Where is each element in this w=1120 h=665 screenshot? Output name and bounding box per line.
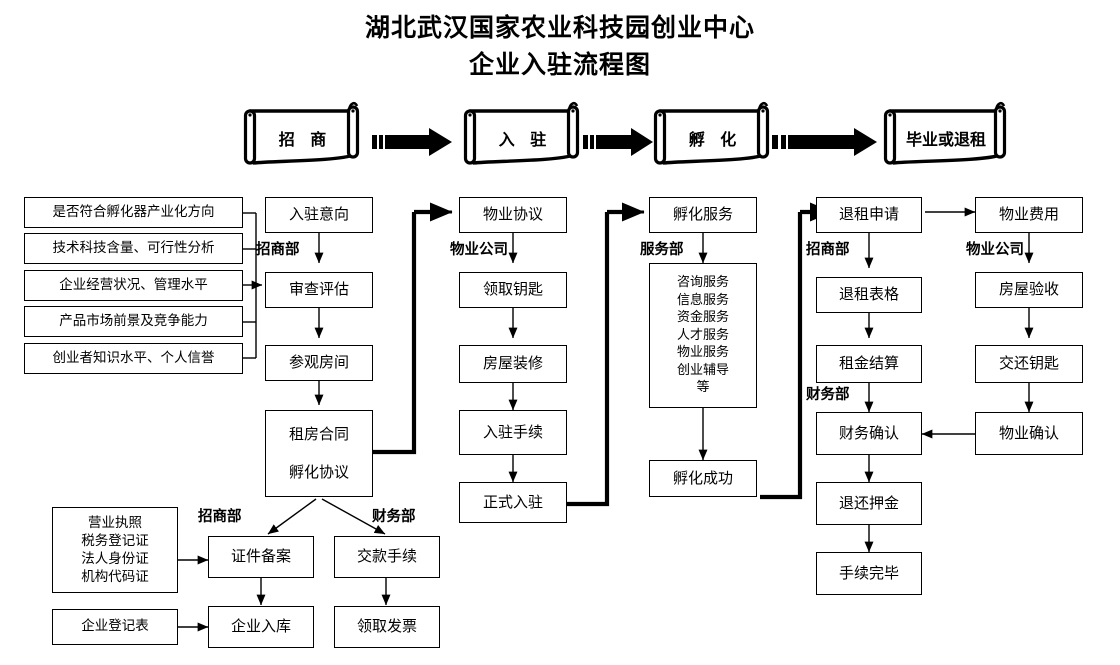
box-exit-form: 退租表格 <box>816 277 922 313</box>
dept-label-recruitment: 招商部 <box>256 242 300 258</box>
criteria-bracket <box>243 212 263 359</box>
service-item: 资金服务 <box>676 310 729 326</box>
box-registration-form: 企业登记表 <box>52 609 178 645</box>
stage-arrow-2 <box>583 126 655 162</box>
box-intent: 入驻意向 <box>265 197 373 233</box>
stage-label: 孵 化 <box>688 130 742 149</box>
criteria-box-4: 产品市场前景及竞争能力 <box>24 306 243 337</box>
contract-line-2: 孵化协议 <box>288 462 349 481</box>
dept-label-recruitment-exit: 招商部 <box>806 242 850 258</box>
criteria-box-2: 技术科技含量、可行性分析 <box>24 233 243 264</box>
certificate-item: 营业执照 <box>88 514 142 531</box>
page-title-line1: 湖北武汉国家农业科技园创业中心 <box>364 13 755 42</box>
stage-graduate-or-exit[interactable]: 毕业或退租 <box>880 101 1012 165</box>
criteria-box-1: 是否符合孵化器产业化方向 <box>24 197 243 228</box>
service-item: 创业辅导 <box>676 362 729 378</box>
stage-label: 招 商 <box>278 130 332 149</box>
service-item: 咨询服务 <box>676 275 729 291</box>
stage-arrow-3 <box>772 126 880 162</box>
box-renovation: 房屋装修 <box>459 345 567 383</box>
box-get-keys: 领取钥匙 <box>459 272 567 308</box>
box-incubation-success: 孵化成功 <box>649 460 757 497</box>
box-payment-procedure: 交款手续 <box>334 536 440 578</box>
dept-label-recruitment-bottom: 招商部 <box>198 509 242 525</box>
contract-split-arrows <box>267 498 386 535</box>
scroll-shape <box>243 101 360 165</box>
certificate-item: 机构代码证 <box>81 569 149 586</box>
dept-label-property-exit: 物业公司 <box>966 242 1024 258</box>
criteria-box-5: 创业者知识水平、个人信誉 <box>24 343 243 374</box>
link-movein-to-incubation <box>566 209 638 507</box>
stage-recruitment[interactable]: 招 商 <box>240 101 365 165</box>
stage-arrow-1 <box>372 126 454 162</box>
box-procedure-complete: 手续完毕 <box>816 552 922 595</box>
box-document-filing: 证件备案 <box>208 536 314 578</box>
box-property-fee: 物业费用 <box>975 197 1083 233</box>
box-rent-settlement: 租金结算 <box>816 345 922 383</box>
stage-moving-in[interactable]: 入 驻 <box>460 101 585 165</box>
box-enterprise-enroll: 企业入库 <box>208 606 314 648</box>
dept-label-service: 服务部 <box>640 242 684 258</box>
box-deposit-refund: 退还押金 <box>816 482 922 525</box>
box-certificates: 营业执照 税务登记证 法人身份证 机构代码证 <box>52 507 178 593</box>
scroll-shape <box>653 101 770 165</box>
box-property-agreement: 物业协议 <box>459 197 567 233</box>
box-get-invoice: 领取发票 <box>334 606 440 648</box>
service-item: 物业服务 <box>676 345 729 361</box>
box-house-inspection: 房屋验收 <box>975 272 1083 308</box>
stage-incubation[interactable]: 孵 化 <box>650 101 775 165</box>
link-contract-to-property <box>373 209 446 455</box>
box-return-keys: 交还钥匙 <box>975 345 1083 383</box>
box-visit-room: 参观房间 <box>265 345 373 381</box>
box-contract: 租房合同 孵化协议 <box>265 410 373 497</box>
certificate-item: 法人身份证 <box>81 551 149 567</box>
dept-label-finance: 财务部 <box>806 387 850 403</box>
criteria-box-3: 企业经营状况、管理水平 <box>24 270 243 301</box>
dept-label-finance-bottom: 财务部 <box>372 509 416 525</box>
stage-label: 毕业或退租 <box>905 130 986 149</box>
service-item: 信息服务 <box>676 292 729 308</box>
box-service-list: 咨询服务 信息服务 资金服务 人才服务 物业服务 创业辅导 等 <box>649 263 757 408</box>
box-movein-procedure: 入驻手续 <box>459 410 567 455</box>
box-exit-application: 退租申请 <box>816 197 922 233</box>
stage-label: 入 驻 <box>498 130 552 149</box>
service-item: 等 <box>696 380 710 396</box>
box-finance-confirm: 财务确认 <box>816 412 922 455</box>
certificate-item: 税务登记证 <box>81 532 149 549</box>
service-item: 人才服务 <box>676 327 729 343</box>
page-title-line2: 企业入驻流程图 <box>468 50 651 79</box>
box-property-confirm: 物业确认 <box>975 412 1083 455</box>
scroll-shape <box>463 101 580 165</box>
dept-label-property: 物业公司 <box>450 242 508 258</box>
box-review: 审查评估 <box>265 272 373 308</box>
scroll-shape <box>883 101 1007 165</box>
box-incubation-service: 孵化服务 <box>649 197 757 233</box>
box-official-movein: 正式入驻 <box>459 482 567 523</box>
contract-line-1: 租房合同 <box>288 425 349 443</box>
